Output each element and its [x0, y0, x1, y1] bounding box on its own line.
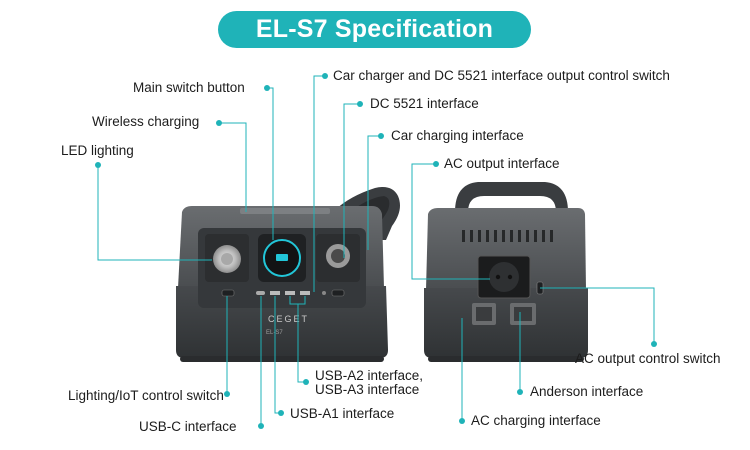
usb-a1-port [270, 291, 280, 295]
front-device: CEGET EL-S7 [176, 187, 400, 362]
ac-charging-port [476, 307, 492, 321]
label-lighting-iot-switch: Lighting/IoT control switch [68, 388, 224, 403]
label-car-charging: Car charging interface [391, 128, 524, 143]
usb-a3-port [300, 291, 310, 295]
usb-a2-port [285, 291, 295, 295]
usb-c-port [256, 291, 265, 295]
rear-vents [462, 230, 553, 242]
label-anderson: Anderson interface [530, 384, 644, 399]
label-usb-a1: USB-A1 interface [290, 406, 395, 421]
label-usb-a2-a3-line2: USB-A3 interface [315, 382, 420, 397]
label-car-dc-switch: Car charger and DC 5521 interface output… [333, 68, 670, 83]
label-wireless-charging: Wireless charging [92, 114, 200, 129]
ac-output-socket [489, 262, 519, 292]
label-main-switch: Main switch button [133, 80, 245, 95]
label-dc5521: DC 5521 interface [370, 96, 479, 111]
label-ac-output: AC output interface [444, 156, 560, 171]
wireless-pad [240, 208, 330, 214]
rear-device [424, 182, 588, 362]
brand-text: CEGET [268, 314, 309, 324]
led-switch [221, 289, 235, 297]
label-usb-a2-a3-line1: USB-A2 interface, [315, 368, 424, 383]
leader-dots [95, 73, 657, 429]
label-led-lighting: LED lighting [61, 143, 134, 158]
page-title: EL-S7 Specification [218, 11, 531, 48]
rear-handle [455, 182, 568, 212]
anderson-port [514, 307, 532, 321]
label-usb-c: USB-C interface [139, 419, 237, 434]
label-ac-output-switch: AC output control switch [575, 351, 721, 366]
car-dc-switch [331, 289, 345, 297]
label-ac-charging: AC charging interface [471, 413, 601, 428]
